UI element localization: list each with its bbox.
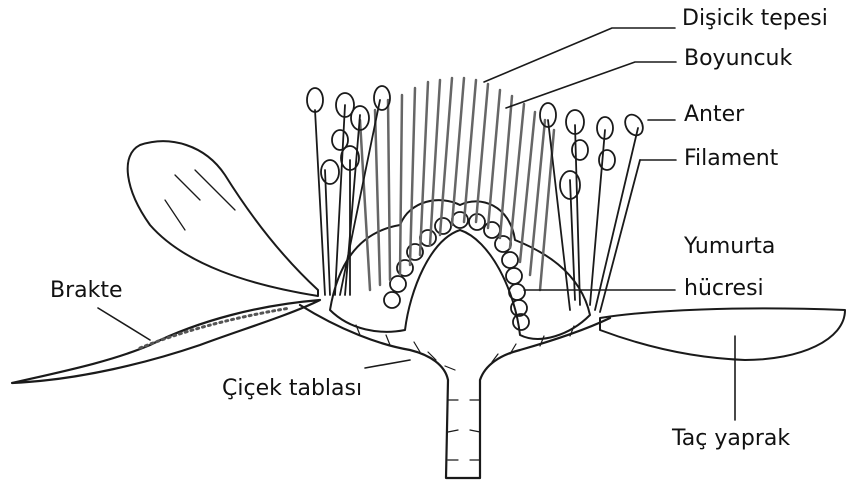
bract	[12, 300, 320, 383]
right-petal	[600, 308, 845, 360]
label-filament: Filament	[684, 148, 778, 170]
bract-stipple	[140, 308, 290, 348]
label-anther: Anter	[684, 104, 744, 126]
leader-stigma	[484, 28, 675, 82]
leader-receptacle	[365, 360, 410, 368]
ovules	[384, 212, 529, 330]
left-petal-vein-1	[175, 175, 200, 200]
left-petal-vein-3	[165, 200, 185, 230]
label-stigma: Dişicik tepesi	[682, 8, 828, 30]
leader-style	[506, 62, 676, 108]
leader-bract	[98, 308, 150, 340]
label-petal: Taç yaprak	[672, 428, 790, 450]
left-petal-vein-2	[195, 170, 235, 210]
label-style: Boyuncuk	[684, 48, 792, 70]
label-receptacle: Çiçek tablası	[222, 378, 362, 400]
label-ovule-line2: hücresi	[684, 278, 764, 300]
label-ovule-line1: Yumurta	[684, 236, 775, 258]
stamens-right	[540, 103, 646, 312]
leader-lines	[98, 28, 735, 420]
left-petal	[128, 141, 318, 296]
styles	[360, 78, 554, 290]
label-bract: Brakte	[50, 280, 123, 302]
